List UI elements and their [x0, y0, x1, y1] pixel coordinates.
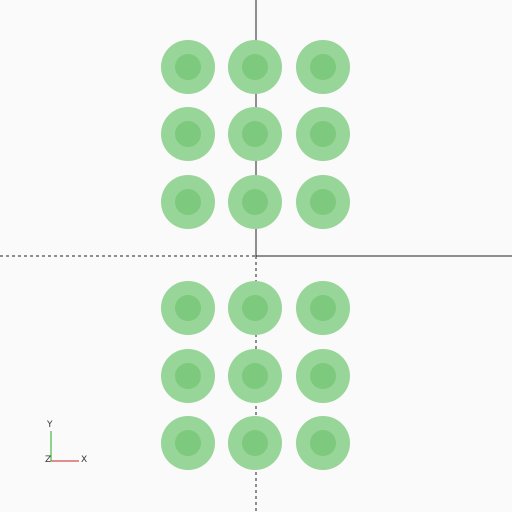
disc-inner	[242, 295, 268, 321]
gizmo-z-label: Z	[45, 455, 52, 465]
disc-inner	[242, 363, 268, 389]
disc-inner	[175, 121, 201, 147]
disc-inner	[242, 189, 268, 215]
disc-r5-c2	[228, 349, 282, 403]
axis-gizmo-lines	[50, 431, 79, 462]
disc-r2-c2	[228, 107, 282, 161]
gizmo-x-label: X	[81, 455, 88, 465]
disc-inner	[175, 54, 201, 80]
disc-r5-c1	[161, 349, 215, 403]
disc-r6-c1	[161, 416, 215, 470]
disc-r2-c3	[296, 107, 350, 161]
axis-orientation-gizmo: Y Z X	[40, 420, 100, 470]
disc-r3-c3	[296, 175, 350, 229]
disc-inner	[310, 189, 336, 215]
disc-inner	[175, 363, 201, 389]
disc-r3-c1	[161, 175, 215, 229]
disc-r1-c2	[228, 40, 282, 94]
disc-inner	[242, 54, 268, 80]
disc-r3-c2	[228, 175, 282, 229]
disc-array	[161, 40, 350, 470]
disc-inner	[310, 430, 336, 456]
disc-inner	[242, 430, 268, 456]
disc-r6-c3	[296, 416, 350, 470]
disc-inner	[175, 295, 201, 321]
disc-inner	[175, 189, 201, 215]
disc-r5-c3	[296, 349, 350, 403]
disc-r4-c2	[228, 281, 282, 335]
gizmo-y-label: Y	[47, 420, 53, 430]
disc-r6-c2	[228, 416, 282, 470]
disc-r2-c1	[161, 107, 215, 161]
disc-r1-c3	[296, 40, 350, 94]
disc-inner	[310, 54, 336, 80]
disc-inner	[242, 121, 268, 147]
disc-inner	[175, 430, 201, 456]
disc-r4-c3	[296, 281, 350, 335]
disc-inner	[310, 295, 336, 321]
disc-inner	[310, 121, 336, 147]
disc-r4-c1	[161, 281, 215, 335]
disc-r1-c1	[161, 40, 215, 94]
disc-inner	[310, 363, 336, 389]
